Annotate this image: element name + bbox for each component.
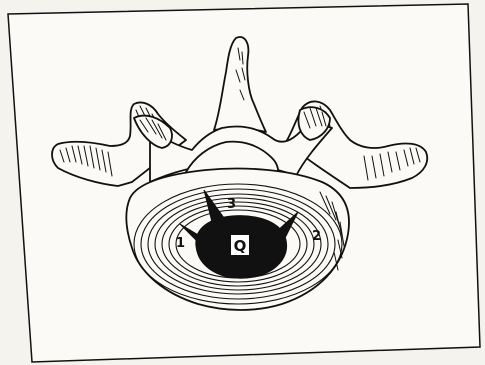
- fissure-label-3: 3: [227, 197, 236, 212]
- nucleus-label: Q: [234, 237, 247, 255]
- fissure-label-1: 1: [176, 236, 185, 251]
- fissure-label-2: 2: [312, 229, 321, 244]
